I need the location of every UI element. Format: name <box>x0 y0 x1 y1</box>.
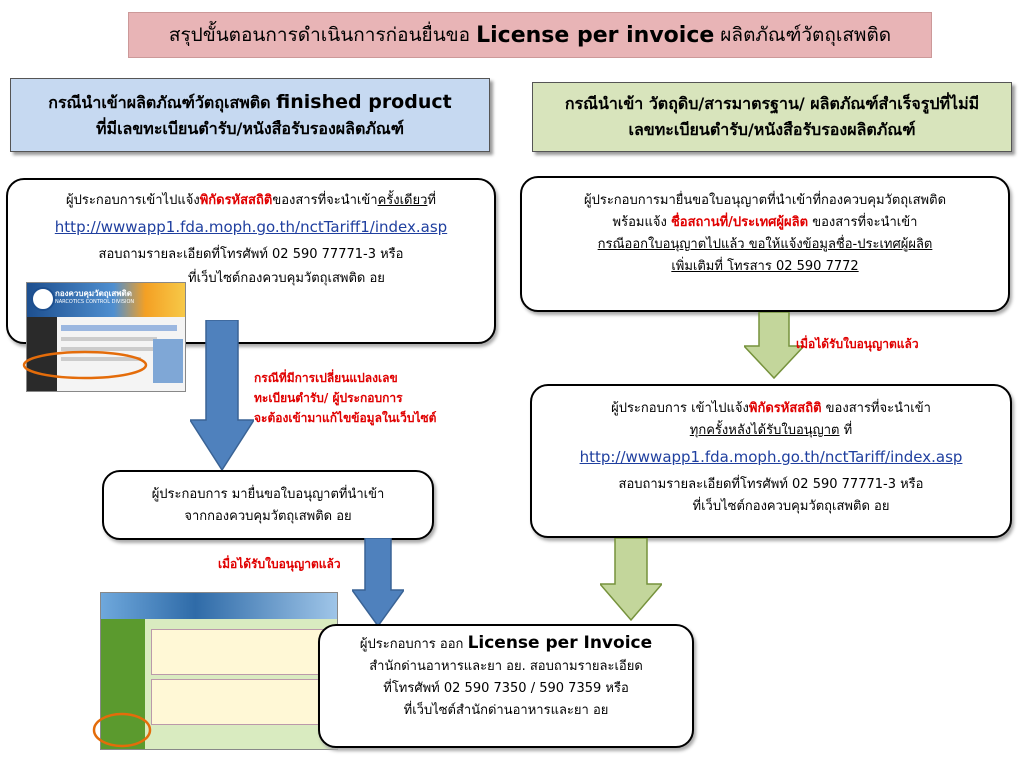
right-step1-line1: ผู้ประกอบการมายื่นขอใบอนุญาตที่นำเข้าที่… <box>583 193 947 208</box>
left-note-line3: จะต้องเข้ามาแก้ไขข้อมูลในเว็บไซต์ <box>254 411 437 425</box>
ncd-content-line <box>61 357 141 361</box>
left-step1-website: ที่เว็บไซต์กองควบคุมวัตถุเสพติด อย <box>188 271 385 286</box>
right-header-line1: กรณีนำเข้า วัตถุดิบ/สารมาตรฐาน/ ผลิตภัณฑ… <box>564 94 980 113</box>
left-header-prefix: กรณีนำเข้าผลิตภัณฑ์วัตถุเสพติด <box>48 92 271 112</box>
right-step2-text-b2: ที่ <box>843 423 853 438</box>
license-invoice-box: ผู้ประกอบการ ออก License per Invoice สำน… <box>318 624 694 748</box>
right-step2-underline: ทุกครั้งหลังได้รับใบอนุญาต <box>689 423 840 438</box>
left-note-line2: ทะเบียนตำรับ/ ผู้ประกอบการ <box>254 391 403 405</box>
left-change-note: กรณีที่มีการเปลี่ยนแปลงเลข ทะเบียนตำรับ/… <box>254 368 494 428</box>
right-header-line2: เลขทะเบียนตำรับ/หนังสือรับรองผลิตภัณฑ์ <box>628 120 916 139</box>
title-emph: License per invoice <box>476 22 715 48</box>
left-header-line2: ที่มีเลขทะเบียนตำรับ/หนังสือรับรองผลิตภั… <box>95 118 405 138</box>
left-step2-line1: ผู้ประกอบการ มายื่นขอใบอนุญาตที่นำเข้า <box>151 487 385 502</box>
right-down-arrow-2 <box>600 538 662 622</box>
left-step1-link[interactable]: http://wwwapp1.fda.moph.go.th/nctTariff1… <box>54 218 448 236</box>
right-step2-website: ที่เว็บไซต์กองควบคุมวัตถุเสพติด อย <box>692 499 890 514</box>
ncd-logo-sub: NARCOTICS CONTROL DIVISION <box>55 299 135 305</box>
ncd-content-line <box>61 347 171 351</box>
checkpoint-banner <box>101 593 337 619</box>
left-note-line1: กรณีที่มีการเปลี่ยนแปลงเลข <box>254 371 398 385</box>
ncd-banner: กองควบคุมวัตถุเสพติด NARCOTICS CONTROL D… <box>27 283 185 317</box>
checkpoint-website-thumbnail <box>100 592 338 750</box>
right-step1-red: ชื่อสถานที่/ประเทศผู้ผลิต <box>670 215 809 230</box>
left-step1-text-b: ของสารที่จะนำเข้า <box>272 193 378 208</box>
left-step1-underline: ครั้งเดียว <box>377 193 428 208</box>
left-step1-red: พิกัดรหัสสถิติ <box>199 193 273 208</box>
right-step1-box: ผู้ประกอบการมายื่นขอใบอนุญาตที่นำเข้าที่… <box>520 176 1010 312</box>
left-down-arrow-1 <box>190 320 254 472</box>
left-header-emph: finished product <box>276 90 452 113</box>
right-step1-text-a: พร้อมแจ้ง <box>612 215 667 230</box>
ncd-right-panel <box>153 339 183 383</box>
left-license-note: เมื่อได้รับใบอนุญาตแล้ว <box>218 557 341 571</box>
left-down-arrow-2 <box>352 538 404 628</box>
title-prefix: สรุปขั้นตอนการดำเนินการก่อนยื่นขอ <box>168 24 471 46</box>
left-step1-phone: สอบถามรายละเอียดที่โทรศัพท์ 02 590 77771… <box>98 247 404 262</box>
right-step2-line2: ทุกครั้งหลังได้รับใบอนุญาต ที่ <box>532 420 1010 442</box>
right-step1-text-b: ของสารที่จะนำเข้า <box>812 215 918 230</box>
right-step2-line1: ผู้ประกอบการ เข้าไปแจ้งพิกัดรหัสสถิติ ขอ… <box>532 398 1010 420</box>
right-step2-text-b: ของสารที่จะนำเข้า <box>825 401 931 416</box>
right-step2-red: พิกัดรหัสสถิติ <box>748 401 822 416</box>
bottom-line2: สำนักด่านอาหารและยา อย. สอบถามรายละเอียด <box>369 659 643 674</box>
left-step2-line2: จากกองควบคุมวัตถุเสพติด อย <box>184 509 352 524</box>
checkpoint-highlight-ellipse <box>92 712 152 748</box>
left-step1-text-c: ที่ <box>427 193 436 208</box>
ncd-logo-icon <box>31 287 55 311</box>
left-header-line1: กรณีนำเข้าผลิตภัณฑ์วัตถุเสพติด finished … <box>11 89 489 116</box>
left-step1-line1: ผู้ประกอบการเข้าไปแจ้งพิกัดรหัสสถิติของส… <box>8 190 494 212</box>
right-step1-line4: เพิ่มเติมที่ โทรสาร 02 590 7772 <box>671 259 859 274</box>
right-step2-box: ผู้ประกอบการ เข้าไปแจ้งพิกัดรหัสสถิติ ขอ… <box>530 384 1012 538</box>
bottom-line1: ผู้ประกอบการ ออก License per Invoice <box>320 632 692 656</box>
ncd-content-line <box>61 337 157 341</box>
right-step2-phone: สอบถามรายละเอียดที่โทรศัพท์ 02 590 77771… <box>618 477 924 492</box>
bottom-text-a: ผู้ประกอบการ ออก <box>359 637 464 652</box>
right-down-arrow-1 <box>744 312 804 380</box>
title-suffix: ผลิตภัณฑ์วัตถุเสพติด <box>720 24 892 46</box>
left-step1-text-a: ผู้ประกอบการเข้าไปแจ้ง <box>66 193 200 208</box>
ncd-website-thumbnail: กองควบคุมวัตถุเสพติด NARCOTICS CONTROL D… <box>26 282 186 392</box>
left-header: กรณีนำเข้าผลิตภัณฑ์วัตถุเสพติด finished … <box>10 78 490 152</box>
right-step2-link[interactable]: http://wwwapp1.fda.moph.go.th/nctTariff/… <box>579 448 963 466</box>
checkpoint-notice <box>151 679 333 725</box>
right-step1-line3: กรณีออกใบอนุญาตไปแล้ว ขอให้แจ้งข้อมูลชื่… <box>597 237 933 252</box>
ncd-logo-text: กองควบคุมวัตถุเสพติด <box>55 289 132 298</box>
checkpoint-sidebar <box>101 619 145 749</box>
ncd-content-bar <box>61 325 177 331</box>
right-step2-text-a: ผู้ประกอบการ เข้าไปแจ้ง <box>611 401 749 416</box>
bottom-emph: License per Invoice <box>467 633 653 653</box>
page-title: สรุปขั้นตอนการดำเนินการก่อนยื่นขอ Licens… <box>128 12 932 58</box>
checkpoint-notice <box>151 629 333 675</box>
highlight-ellipse <box>22 350 148 380</box>
left-step2-box: ผู้ประกอบการ มายื่นขอใบอนุญาตที่นำเข้า จ… <box>102 470 434 540</box>
right-step1-line2: พร้อมแจ้ง ชื่อสถานที่/ประเทศผู้ผลิต ของส… <box>522 212 1008 234</box>
bottom-line3: ที่โทรศัพท์ 02 590 7350 / 590 7359 หรือ <box>383 681 629 696</box>
right-header: กรณีนำเข้า วัตถุดิบ/สารมาตรฐาน/ ผลิตภัณฑ… <box>532 82 1012 152</box>
right-license-note: เมื่อได้รับใบอนุญาตแล้ว <box>796 337 919 351</box>
bottom-line4: ที่เว็บไซต์สำนักด่านอาหารและยา อย <box>403 703 609 718</box>
